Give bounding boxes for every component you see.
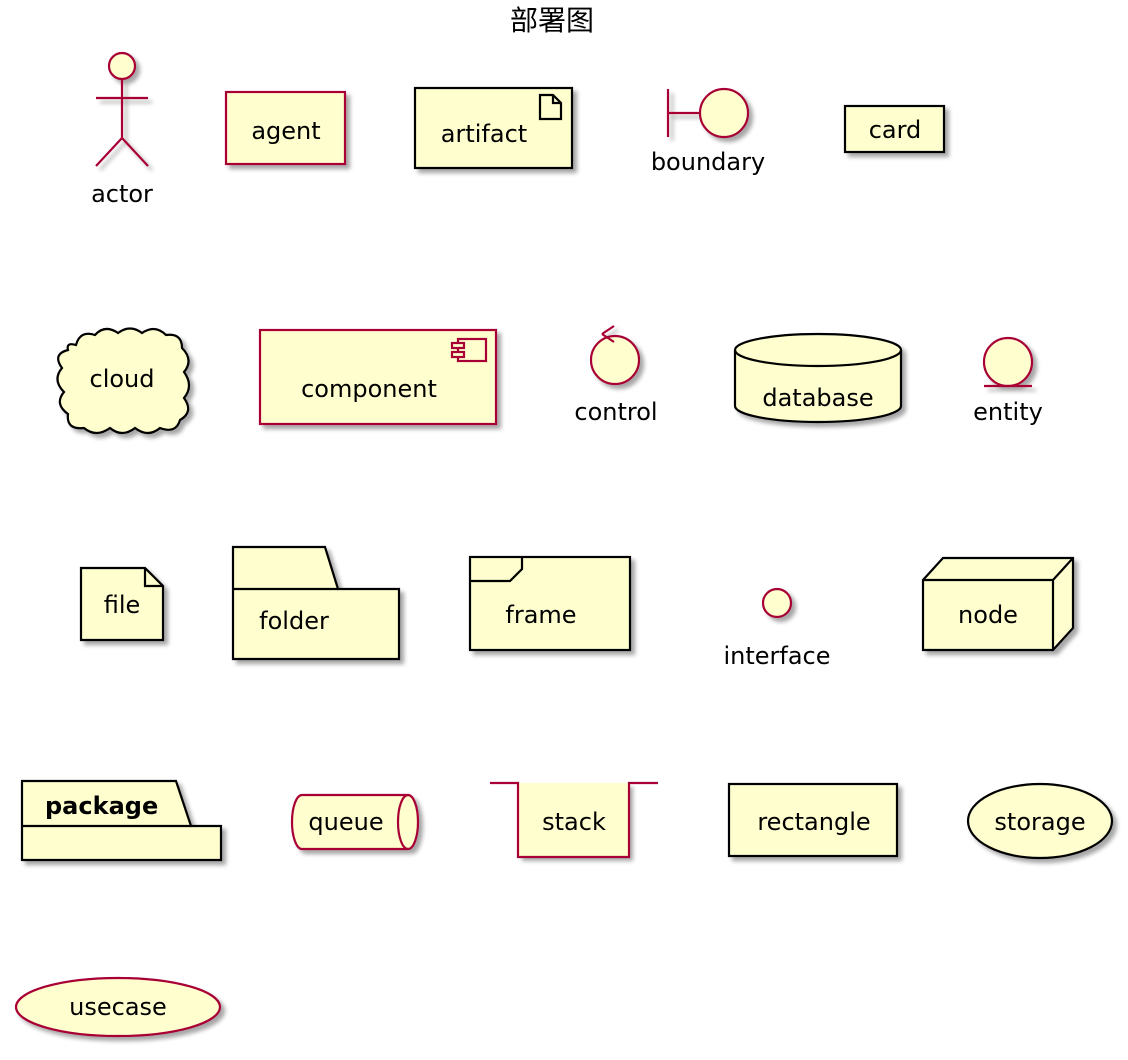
cloud-element[interactable]: cloud [56,327,191,435]
folder-shape [231,545,401,661]
artifact-label: artifact [441,120,527,148]
interface-icon [761,587,793,619]
component-label: component [301,375,437,403]
queue-element[interactable]: queue [290,793,420,851]
rectangle-shape [727,782,899,858]
control-element[interactable]: control [574,325,658,426]
package-label: package [45,792,158,820]
storage-label: storage [994,808,1085,836]
node-label: node [958,601,1018,629]
node-element[interactable]: node [921,556,1075,652]
queue-label: queue [308,808,383,836]
entity-element[interactable]: entity [973,336,1043,426]
file-shape [79,566,165,642]
package-element[interactable]: package [20,779,223,862]
stack-label: stack [542,808,606,836]
rectangle-label: rectangle [757,808,870,836]
stack-shape [490,781,658,859]
node-shape [921,556,1075,652]
entity-label: entity [973,398,1043,426]
cloud-shape [56,327,191,435]
queue-shape [290,793,420,851]
usecase-label: usecase [69,993,167,1021]
actor-element[interactable]: actor [91,51,153,208]
rectangle-element[interactable]: rectangle [727,782,899,858]
entity-icon [982,336,1034,388]
component-element[interactable]: component [258,328,498,426]
interface-label: interface [723,642,830,670]
card-label: card [869,116,922,144]
storage-element[interactable]: storage [966,782,1114,860]
database-shape [733,332,903,424]
actor-label: actor [91,180,153,208]
stack-element[interactable]: stack [490,781,658,859]
frame-label: frame [505,601,576,629]
storage-shape [966,782,1114,860]
cloud-label: cloud [90,365,155,393]
package-shape [20,779,223,862]
folder-element[interactable]: folder [231,545,401,661]
component-icon [450,337,488,363]
boundary-label: boundary [651,148,765,176]
folder-label: folder [259,607,329,635]
actor-icon [95,51,149,167]
usecase-shape [14,976,222,1038]
boundary-icon [666,87,750,139]
file-label: file [104,591,141,619]
file-element[interactable]: file [79,566,165,642]
artifact-element[interactable]: artifact [413,86,574,170]
database-element[interactable]: database [733,332,903,424]
control-icon [589,325,641,386]
frame-element[interactable]: frame [468,555,632,652]
diagram-title: 部署图 [510,4,594,37]
card-element[interactable]: card [843,104,946,154]
boundary-element[interactable]: boundary [651,87,765,176]
usecase-element[interactable]: usecase [14,976,222,1038]
interface-element[interactable]: interface [723,587,831,670]
frame-shape [468,555,632,652]
control-label: control [574,398,657,426]
agent-label: agent [251,117,320,145]
database-label: database [762,384,873,412]
card-shape [843,104,946,154]
artifact-icon [538,93,563,121]
agent-shape [224,90,347,166]
agent-element[interactable]: agent [224,90,347,166]
